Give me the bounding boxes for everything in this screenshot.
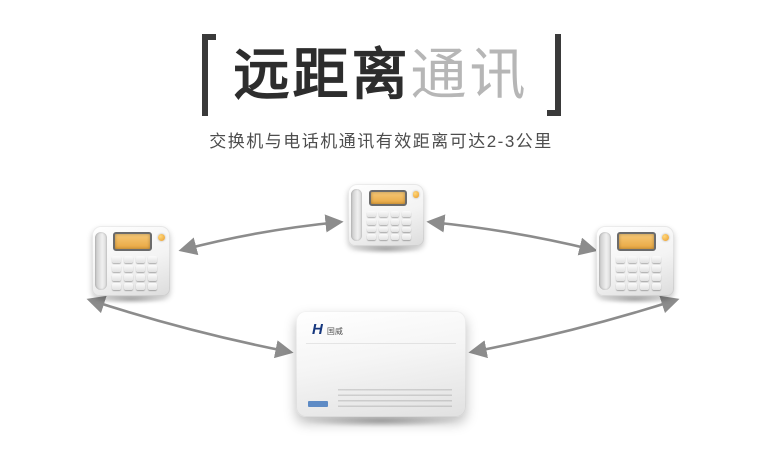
- keypad-key: [135, 282, 145, 290]
- arrow-top-to-left-phone: [178, 214, 344, 256]
- phone-left: [92, 226, 170, 304]
- phone-shadow: [599, 294, 671, 304]
- pbx-body: H 国威: [296, 311, 466, 417]
- phone-body: [596, 226, 674, 296]
- phone-keypad: [615, 256, 661, 290]
- phone-handset-icon: [351, 188, 363, 242]
- phone-handset-icon: [95, 231, 107, 291]
- header: 远距离通讯: [0, 34, 762, 116]
- keypad-key: [135, 273, 145, 281]
- keypad-key: [390, 218, 400, 225]
- keypad-key: [378, 226, 388, 233]
- pbx-model-label: [308, 401, 328, 407]
- keypad-key: [639, 282, 649, 290]
- phone-keypad: [111, 256, 157, 290]
- arrow-top-to-right-phone: [426, 214, 598, 256]
- keypad-key: [378, 210, 388, 217]
- keypad-key: [123, 264, 133, 272]
- keypad-key: [367, 210, 376, 217]
- phone-screen: [113, 232, 153, 252]
- keypad-key: [123, 282, 133, 290]
- keypad-key: [111, 273, 121, 281]
- phone-top: [348, 184, 424, 254]
- pbx-unit: H 国威: [296, 311, 466, 427]
- keypad-key: [123, 256, 133, 263]
- title-light-text: 通讯: [410, 43, 529, 106]
- phone-handset-icon: [599, 231, 611, 291]
- keypad-key: [627, 273, 637, 281]
- keypad-key: [615, 273, 625, 281]
- pbx-vents: [338, 389, 452, 409]
- keypad-key: [378, 234, 388, 241]
- keypad-key: [639, 264, 649, 272]
- phone-keypad: [367, 210, 412, 241]
- phone-right: [596, 226, 674, 304]
- keypad-key: [627, 256, 637, 263]
- keypad-key: [390, 226, 400, 233]
- keypad-key: [390, 210, 400, 217]
- keypad-key: [147, 256, 157, 263]
- phone-screen: [617, 232, 657, 252]
- keypad-key: [135, 264, 145, 272]
- keypad-key: [615, 282, 625, 290]
- keypad-key: [651, 282, 661, 290]
- keypad-key: [111, 264, 121, 272]
- keypad-key: [390, 234, 400, 241]
- pbx-logo-mark: H: [312, 321, 323, 338]
- phone-led: [662, 234, 670, 242]
- keypad-key: [639, 256, 649, 263]
- phone-body: [348, 184, 424, 246]
- keypad-key: [651, 273, 661, 281]
- keypad-key: [378, 218, 388, 225]
- keypad-key: [135, 256, 145, 263]
- keypad-key: [123, 273, 133, 281]
- keypad-key: [147, 264, 157, 272]
- keypad-key: [147, 282, 157, 290]
- title-bracket-right-icon: [546, 34, 561, 116]
- pbx-logo: H 国威: [312, 322, 343, 337]
- phone-shadow: [351, 244, 421, 254]
- keypad-key: [639, 273, 649, 281]
- keypad-key: [615, 256, 625, 263]
- pbx-seam: [306, 343, 456, 344]
- keypad-key: [402, 226, 412, 233]
- pbx-shadow: [302, 415, 460, 427]
- keypad-key: [367, 234, 376, 241]
- keypad-key: [651, 256, 661, 263]
- keypad-key: [402, 218, 412, 225]
- keypad-key: [367, 226, 376, 233]
- keypad-key: [111, 282, 121, 290]
- keypad-key: [615, 264, 625, 272]
- subtitle: 交换机与电话机通讯有效距离可达2-3公里: [209, 132, 553, 151]
- keypad-key: [367, 218, 376, 225]
- pbx-logo-text: 国威: [326, 327, 343, 336]
- title-bracket-left-icon: [201, 34, 216, 116]
- keypad-key: [627, 282, 637, 290]
- phone-shadow: [95, 294, 167, 304]
- arrow-pbx-to-right-phone: [468, 295, 680, 359]
- arrow-pbx-to-left-phone: [86, 295, 294, 359]
- keypad-key: [111, 256, 121, 263]
- page-title: 远距离通讯: [234, 34, 529, 116]
- keypad-key: [402, 234, 412, 241]
- phone-led: [412, 191, 420, 198]
- keypad-key: [402, 210, 412, 217]
- title-bold-text: 远距离: [233, 43, 411, 106]
- phone-led: [158, 234, 166, 242]
- phone-screen: [368, 189, 407, 207]
- phone-body: [92, 226, 170, 296]
- keypad-key: [147, 273, 157, 281]
- keypad-key: [651, 264, 661, 272]
- keypad-key: [627, 264, 637, 272]
